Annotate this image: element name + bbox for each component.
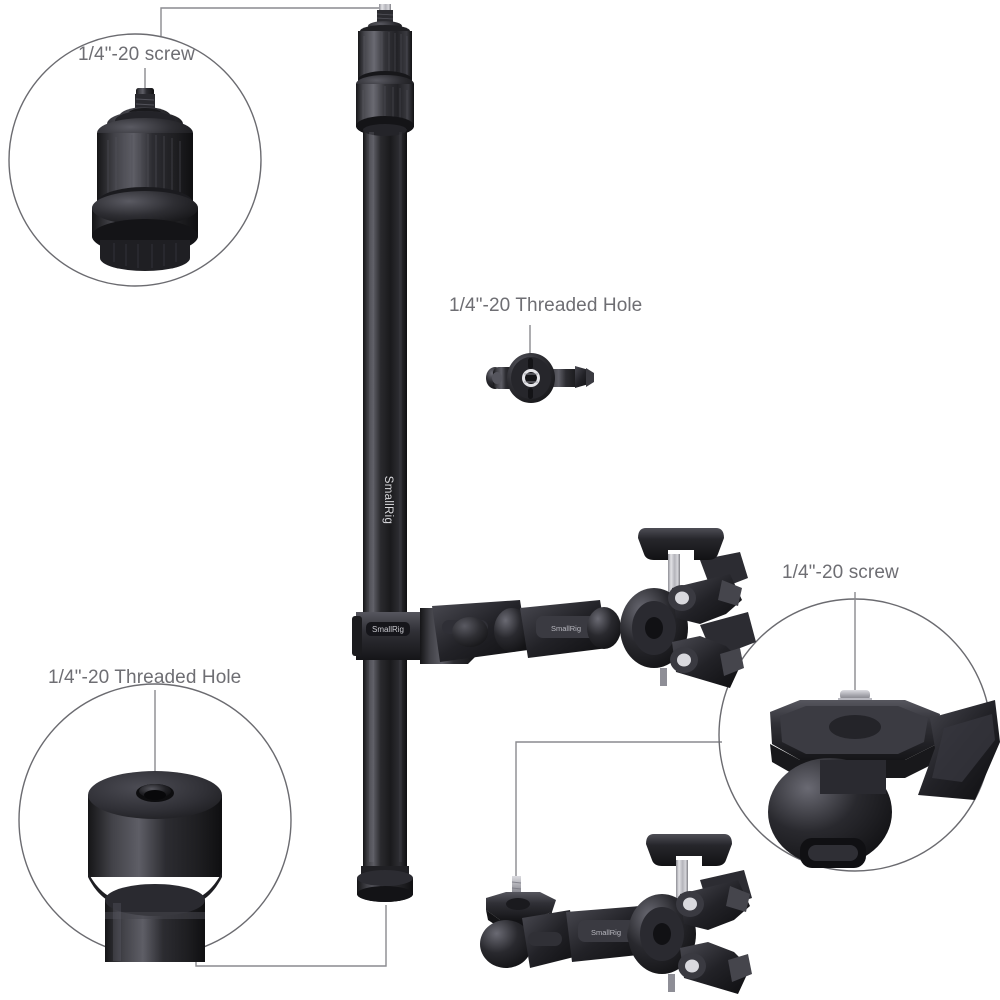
detail-circle-top-left	[8, 33, 262, 287]
callout-label-quarter-screw-clamp: 1/4"-20 screw	[782, 562, 899, 583]
pole-tube	[363, 124, 407, 870]
pole-brand-text: SmallRig	[382, 476, 394, 524]
callout-label-quarter-screw-top: 1/4"-20 screw	[78, 44, 195, 65]
super-clamp-upper	[620, 528, 744, 688]
leader-top-left	[160, 7, 382, 36]
callout-label-threaded-hole-base: 1/4"-20 Threaded Hole	[48, 667, 242, 688]
leader-lines	[160, 7, 722, 967]
detail-art-base-threaded-hole	[88, 690, 222, 962]
pole-top-screw	[376, 4, 394, 24]
lower-arm-brand-text: SmallRig	[591, 928, 621, 937]
magic-arm-lower-assembly: SmallRig	[480, 834, 752, 994]
detail-art-quarter-screw-head	[92, 68, 198, 271]
super-clamp-lower	[628, 834, 752, 994]
magic-arm-upper-segment-2: SmallRig	[520, 600, 608, 658]
upper-arm-brand-text: SmallRig	[551, 624, 581, 633]
upper-clamp-plate-brand-text: SmallRig	[372, 625, 404, 634]
magic-arm-lower-segment: SmallRig	[566, 906, 648, 962]
magic-arm-upper-assembly: SmallRig SmallRig	[352, 528, 744, 688]
pole-bottom-threaded-hole	[357, 866, 413, 902]
leader-bottom-left	[195, 905, 387, 967]
extension-pole-assembly: SmallRig	[356, 4, 414, 902]
detail-art-rosette-threaded-hole	[486, 325, 594, 403]
detail-art-clamp-plate-screw	[700, 552, 1000, 912]
leader-right	[515, 741, 722, 877]
callout-label-threaded-hole-mid: 1/4"-20 Threaded Hole	[449, 295, 643, 316]
